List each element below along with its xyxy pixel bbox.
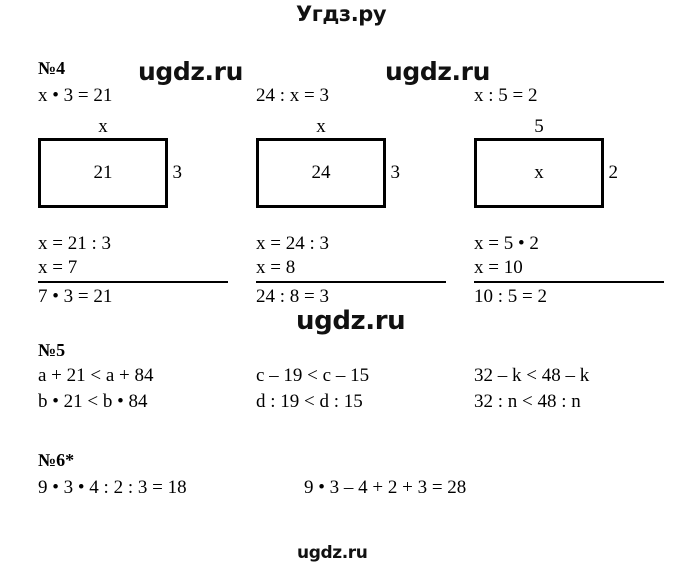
bar-model-rectangle-3: 5 x 2 [474, 116, 618, 208]
watermark-brand-top: Угдз.ру [296, 2, 387, 26]
solution-1-step-1: x = 21 : 3 [38, 233, 111, 254]
rectangle-3-inside-label: x [534, 162, 544, 183]
solution-3-step-2: x = 10 [474, 256, 664, 283]
solution-3-step-1: x = 5 • 2 [474, 233, 539, 254]
solution-2-check: 24 : 8 = 3 [256, 286, 329, 307]
bar-model-rectangle-1: x 21 3 [38, 116, 182, 208]
rectangle-3-top-label: 5 [534, 116, 544, 137]
rectangle-2-inside-label: 24 [311, 162, 331, 183]
rectangle-1-top-label: x [98, 116, 108, 137]
rectangle-1-right-label: 3 [172, 162, 183, 183]
task-heading-6: №6* [38, 450, 75, 470]
task5-col1-line1: a + 21 < a + 84 [38, 365, 154, 386]
bar-model-rectangle-2: x 24 3 [256, 116, 400, 208]
task-heading-5: №5 [38, 340, 66, 360]
task5-col3-line1: 32 – k < 48 – k [474, 365, 590, 386]
solution-2-step-1: x = 24 : 3 [256, 233, 329, 254]
watermark-inline-b: ugdz.ru [385, 57, 490, 86]
task4-equation-col2: 24 : x = 3 [256, 85, 329, 106]
watermark-inline-a: ugdz.ru [138, 57, 243, 86]
watermark-middle: ugdz.ru [296, 306, 406, 336]
task4-equation-col3: x : 5 = 2 [474, 85, 538, 106]
task-heading-4: №4 [38, 58, 66, 78]
rectangle-1-inside-label: 21 [93, 162, 113, 183]
solution-1-check: 7 • 3 = 21 [38, 286, 113, 307]
task5-col2-line2: d : 19 < d : 15 [256, 391, 363, 412]
rectangle-2-top-label: x [316, 116, 326, 137]
task5-col1-line2: b • 21 < b • 84 [38, 391, 148, 412]
solution-3-check: 10 : 5 = 2 [474, 286, 547, 307]
rectangle-2-right-label: 3 [390, 162, 401, 183]
task4-equation-col1: x • 3 = 21 [38, 85, 113, 106]
task6-expression-1: 9 • 3 • 4 : 2 : 3 = 18 [38, 477, 187, 498]
rectangle-3-right-label: 2 [608, 162, 619, 183]
watermark-bottom: ugdz.ru [297, 543, 368, 563]
task4-solution-col1: x = 21 : 3 x = 7 7 • 3 = 21 [38, 232, 228, 309]
task5-col2-line1: c – 19 < c – 15 [256, 365, 370, 386]
task4-solution-col3: x = 5 • 2 x = 10 10 : 5 = 2 [474, 232, 664, 309]
solution-2-step-2: x = 8 [256, 256, 446, 283]
task4-solution-col2: x = 24 : 3 x = 8 24 : 8 = 3 [256, 232, 446, 309]
task6-expression-2: 9 • 3 – 4 + 2 + 3 = 28 [304, 477, 467, 498]
task5-col3-line2: 32 : n < 48 : n [474, 391, 581, 412]
solution-1-step-2: x = 7 [38, 256, 228, 283]
